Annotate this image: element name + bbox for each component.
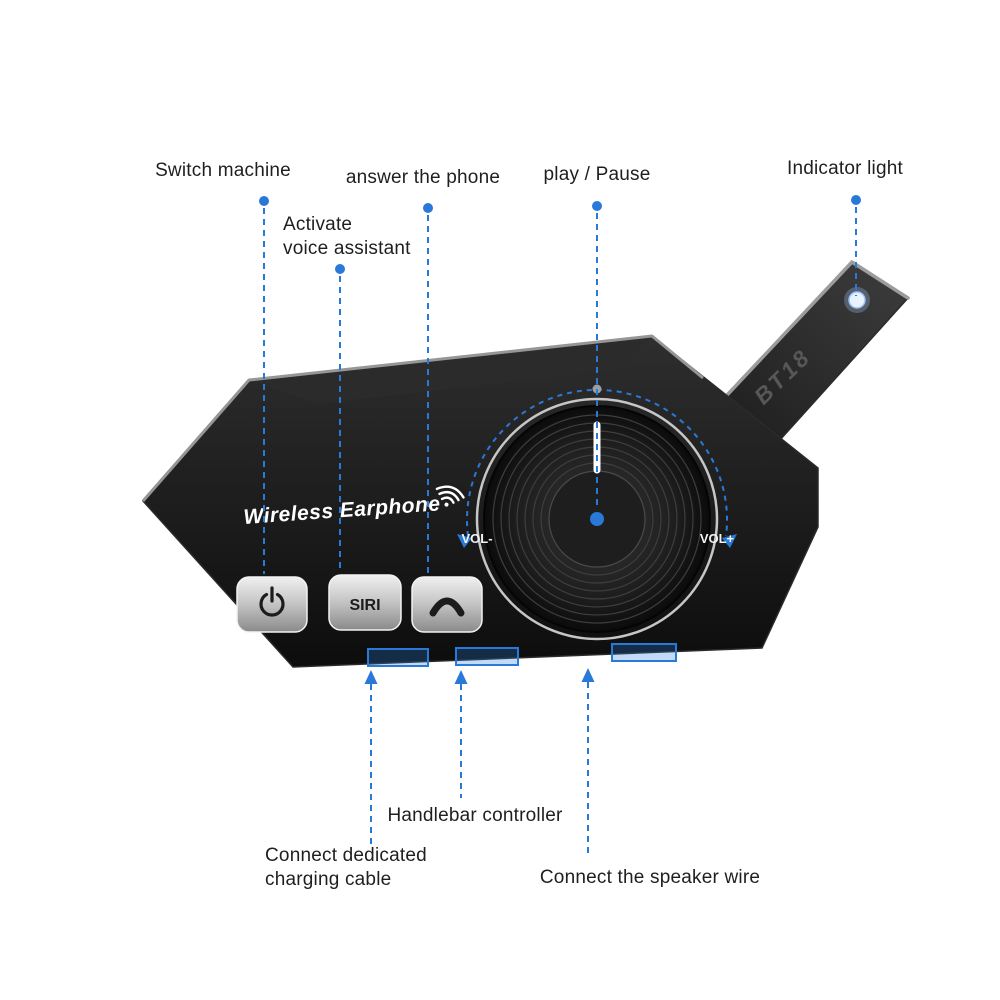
siri-button: SIRI (328, 574, 402, 631)
callout-dots (259, 195, 861, 274)
indicator-led (848, 291, 866, 309)
charging-port (367, 648, 429, 667)
knob-center-dot (590, 512, 604, 526)
wireless-signal-icon (435, 485, 465, 507)
handlebar-port (455, 647, 519, 666)
dot-indicator-light (851, 195, 861, 205)
vol-plus-label: VOL+ (700, 531, 735, 546)
label-voice-assistant: Activate voice assistant (283, 214, 411, 259)
siri-button-label: SIRI (349, 597, 380, 614)
body-edge-highlight (141, 334, 704, 502)
callout-arrowheads (364, 668, 595, 684)
label-switch-machine: Switch machine (155, 160, 291, 181)
dot-answer-phone (423, 203, 433, 213)
label-handlebar-controller: Handlebar controller (387, 805, 563, 826)
label-charging-cable: Connect dedicated charging cable (265, 845, 427, 890)
arrow-charging-cable (364, 670, 378, 684)
power-button (236, 576, 308, 633)
arrow-handlebar (454, 670, 468, 684)
arrow-speaker-wire (581, 668, 595, 682)
phone-icon (429, 597, 465, 617)
dot-voice-assistant (335, 264, 345, 274)
dot-play-pause (592, 201, 602, 211)
callout-dashed-lines (263, 207, 857, 856)
label-indicator-light: Indicator light (786, 158, 903, 179)
label-answer-phone: answer the phone (345, 167, 501, 188)
arc-arrow-right (722, 534, 737, 548)
power-icon (259, 592, 285, 617)
dot-switch-machine (259, 196, 269, 206)
knob-outer-rim (475, 397, 719, 641)
boom-edge-highlight (666, 260, 910, 460)
vol-minus-label: VOL- (461, 531, 492, 546)
body-facet (249, 336, 652, 404)
label-play-pause: play / Pause (543, 164, 651, 185)
arc-arrow-left (457, 534, 472, 548)
speaker-port (611, 643, 677, 662)
callout-leaders (259, 195, 861, 856)
connector-ports (367, 643, 677, 667)
label-speaker-wire: Connect the speaker wire (539, 867, 761, 888)
phone-button (411, 576, 483, 633)
